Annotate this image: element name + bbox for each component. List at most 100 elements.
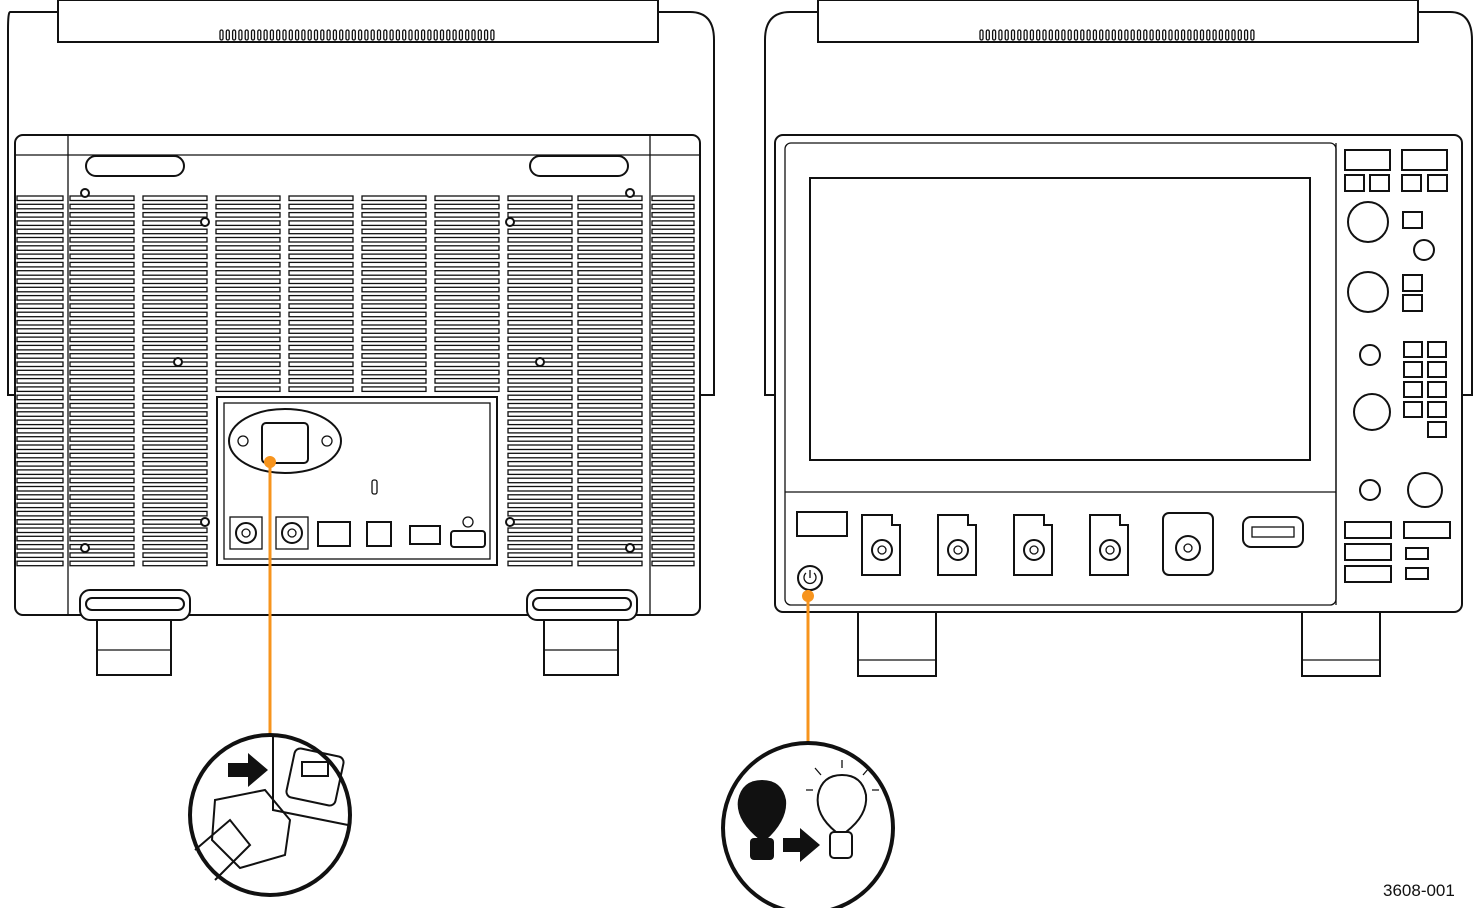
vent-slat	[69, 353, 135, 359]
vent-slat	[577, 344, 643, 351]
vent-slat	[16, 245, 64, 251]
vent-slat	[577, 261, 643, 268]
vent-slat	[16, 436, 64, 442]
vent-slat	[142, 336, 208, 343]
vent-slat	[651, 228, 695, 235]
ethernet-port[interactable]	[317, 521, 351, 547]
handle-left	[7, 11, 58, 396]
power-inlet-icon[interactable]	[228, 408, 342, 474]
screw	[80, 188, 90, 198]
handle-left	[764, 11, 818, 396]
vent-slat	[577, 311, 643, 318]
vent-slat	[651, 460, 695, 467]
vent-slat	[16, 344, 64, 351]
panel-button	[1427, 341, 1447, 358]
vent-slat	[651, 195, 695, 202]
bnc-center	[1183, 543, 1193, 553]
plug-insert-icon	[194, 735, 349, 881]
usb-front-port[interactable]	[1242, 516, 1304, 548]
vent-slat	[142, 477, 208, 484]
panel-button	[1344, 521, 1392, 539]
vent-slat	[361, 236, 427, 243]
usb-host-port[interactable]	[409, 525, 441, 545]
vent-slat	[651, 236, 695, 243]
vent-slat	[434, 278, 500, 285]
vent-slat	[577, 253, 643, 260]
grip-slot	[1143, 29, 1148, 41]
grip-slot	[313, 29, 319, 41]
grip-slot	[282, 29, 287, 41]
vent-slat	[69, 460, 135, 467]
vent-slat	[215, 344, 281, 351]
grip-slot	[1206, 29, 1211, 41]
vent-slat	[434, 319, 500, 326]
vent-slat	[507, 344, 573, 351]
bulb-off-on-icon	[737, 760, 879, 862]
vent-slat	[142, 270, 208, 276]
grip-slot	[427, 29, 432, 41]
vent-slat	[288, 211, 354, 218]
handle-right	[1418, 11, 1473, 396]
rear-feet	[79, 589, 638, 676]
vent-slat	[507, 444, 573, 451]
vent-slat	[507, 319, 573, 326]
vent-slat	[651, 502, 695, 509]
grip-slot	[276, 29, 281, 41]
hdmi-port[interactable]	[450, 530, 486, 548]
vent-slat	[288, 278, 354, 285]
grip-slot	[244, 29, 249, 41]
vent-slat	[142, 344, 208, 351]
vent-slat	[577, 328, 643, 334]
vent-slat	[215, 353, 281, 359]
vent-slat	[69, 286, 135, 293]
grip-slot	[1155, 29, 1161, 41]
vent-slat	[16, 203, 64, 210]
vent-slat	[507, 411, 573, 417]
vent-slat	[142, 560, 208, 567]
bnc-connector	[871, 539, 893, 561]
vent-slat	[507, 270, 573, 276]
vent-slat	[142, 311, 208, 318]
grip-slot	[339, 29, 344, 41]
grip-slot	[1162, 29, 1167, 41]
vent-slat	[651, 543, 695, 550]
vent-slat	[288, 245, 354, 251]
vent-slat	[69, 220, 135, 227]
vent-slat	[507, 211, 573, 218]
grip-slot	[1250, 29, 1255, 41]
vent-slat	[142, 245, 208, 251]
usb-device-port[interactable]	[366, 521, 392, 547]
vent-slat	[142, 228, 208, 235]
vent-slat	[288, 336, 354, 343]
vent-slat	[651, 552, 695, 559]
vent-slat	[577, 402, 643, 409]
vent-slat	[361, 303, 427, 310]
grip-slot	[219, 29, 224, 41]
vent-slat	[69, 278, 135, 285]
grip-slot	[1010, 29, 1016, 41]
power-button-icon[interactable]	[797, 565, 823, 591]
vent-slat	[651, 402, 695, 409]
vent-slat	[215, 319, 281, 326]
usb-port	[1405, 547, 1429, 560]
display-screen	[809, 177, 1311, 461]
vent-slat	[69, 195, 135, 202]
vent-slat	[288, 253, 354, 260]
vent-slat	[507, 535, 573, 542]
control-panel[interactable]	[1344, 149, 1451, 583]
vent-slat	[288, 377, 354, 384]
vent-slat	[288, 203, 354, 210]
grip-slot	[1168, 29, 1173, 41]
vent-slat	[69, 236, 135, 243]
screw	[200, 217, 210, 227]
vent-slat	[142, 377, 208, 384]
vent-slat	[577, 527, 643, 534]
vent-slat	[361, 328, 427, 334]
screw	[535, 357, 545, 367]
vent-slat	[434, 236, 500, 243]
grip-slot	[351, 29, 356, 41]
grip-slot	[389, 29, 394, 41]
vent-slat	[577, 519, 643, 525]
vent-slat	[16, 336, 64, 343]
vent-slat	[507, 460, 573, 467]
